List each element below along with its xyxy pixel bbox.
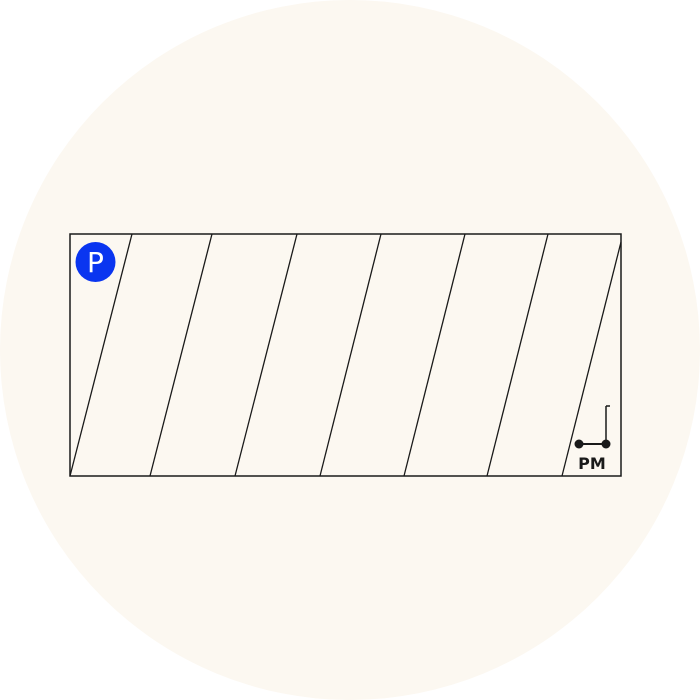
stall-divider-5 xyxy=(403,233,466,477)
stall-divider-4 xyxy=(319,233,382,477)
parking-area-outline xyxy=(69,233,622,477)
stall-divider-2 xyxy=(149,233,213,477)
parking-badge-circle xyxy=(75,242,116,282)
kick-scooter-icon xyxy=(574,405,611,449)
scooter-label: PM xyxy=(578,454,606,473)
stall-divider-6 xyxy=(486,233,549,477)
stall-divider-3 xyxy=(234,233,298,477)
scooter-rear-wheel xyxy=(574,439,584,449)
parking-badge-letter: P xyxy=(87,246,104,279)
stall-divider-1 xyxy=(69,233,133,477)
stall-dividers xyxy=(69,233,622,477)
parking-icon: P xyxy=(75,242,116,282)
scooter-front-wheel xyxy=(601,439,611,449)
stall-divider-7 xyxy=(561,241,622,477)
